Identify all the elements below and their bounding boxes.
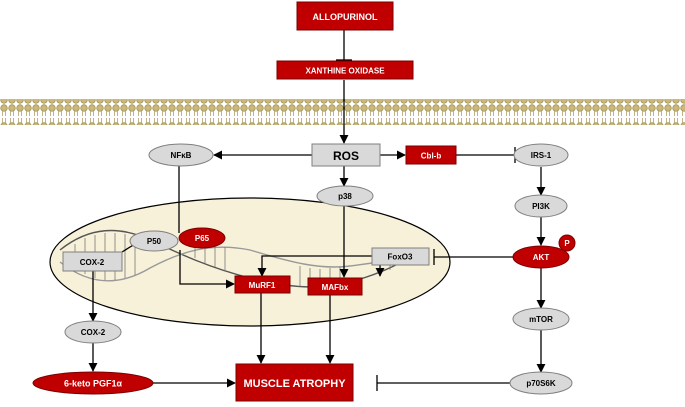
mtor-node: mTOR <box>512 307 570 331</box>
ros-label: ROS <box>333 149 359 163</box>
murf1-label: MuRF1 <box>249 281 276 290</box>
phospho-badge <box>558 234 576 252</box>
akt-phospho-label: P <box>564 239 570 248</box>
nfkb-node: NFκB <box>148 143 214 167</box>
cox2-box-node: COX-2 <box>62 251 123 272</box>
foxo3-label: FoxO3 <box>388 253 413 262</box>
akt-label: AKT <box>533 253 550 262</box>
muscle-atrophy-node: MUSCLE ATROPHY <box>235 363 354 402</box>
p65-label: P65 <box>195 234 210 243</box>
mafbx-node: MAFbx <box>307 277 363 296</box>
xanthine-oxidase-label: XANTHINE OXIDASE <box>305 67 385 76</box>
keto-label: 6-keto PGF1α <box>64 379 123 389</box>
p65-node: P65 <box>178 227 226 249</box>
cox2-box-label: COX-2 <box>80 258 105 267</box>
pi3k-label: PI3K <box>532 202 550 211</box>
arrow-foxo3-murf1 <box>257 255 372 277</box>
ros-node: ROS <box>311 143 381 167</box>
keto-node: 6-keto PGF1α <box>32 371 154 395</box>
xanthine-oxidase-node: XANTHINE OXIDASE <box>276 60 414 80</box>
cell-membrane <box>0 99 685 125</box>
pi3k-node: PI3K <box>514 194 568 218</box>
foxo3-node: FoxO3 <box>371 247 430 266</box>
p70s6k-label: p70S6K <box>526 379 556 388</box>
arrow-p65-murf1 <box>179 250 235 289</box>
irs1-node: IRS-1 <box>513 143 569 167</box>
nfkb-label: NFκB <box>171 151 192 160</box>
muscle-atrophy-label: MUSCLE ATROPHY <box>243 378 346 390</box>
akt-node: AKT P <box>512 234 576 269</box>
cox2-ellipse-label: COX-2 <box>81 328 106 337</box>
mtor-label: mTOR <box>529 315 553 324</box>
cox2-ellipse-node: COX-2 <box>64 320 122 344</box>
allopurinol-label: ALLOPURINOL <box>313 12 378 22</box>
p70s6k-node: p70S6K <box>509 371 573 395</box>
connectors <box>88 30 546 391</box>
murf1-node: MuRF1 <box>234 275 291 294</box>
p38-label: p38 <box>338 192 352 201</box>
cblb-node: Cbl-b <box>405 145 457 165</box>
allopurinol-node: ALLOPURINOL <box>296 1 394 31</box>
mafbx-label: MAFbx <box>322 283 349 292</box>
irs1-label: IRS-1 <box>531 151 552 160</box>
cblb-label: Cbl-b <box>421 152 442 161</box>
p50-label: P50 <box>147 237 162 246</box>
p50-node: P50 <box>129 230 179 252</box>
p38-node: p38 <box>316 185 374 207</box>
